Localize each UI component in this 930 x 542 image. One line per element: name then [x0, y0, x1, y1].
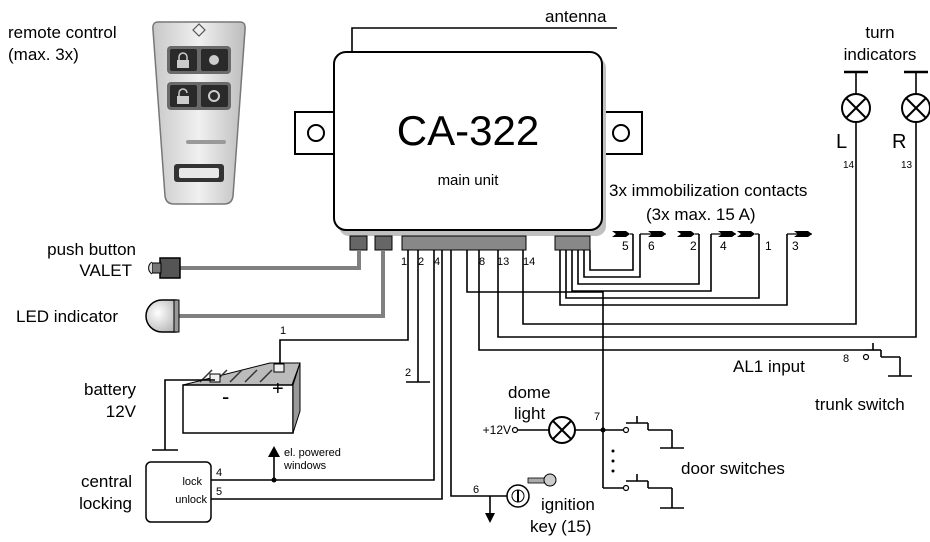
lock-wire	[211, 250, 435, 481]
relay-contact-arrow	[737, 231, 755, 237]
battery-minus: -	[222, 384, 229, 409]
battery-positive-wire	[279, 250, 409, 364]
relay-pin-label: 3	[792, 239, 799, 253]
turn-label-line1: turn	[865, 23, 894, 42]
al1-label: AL1 input	[733, 357, 805, 376]
ground-pin-2: 2	[405, 367, 411, 379]
dome-12v-terminal	[511, 426, 519, 434]
trunk-switch-label: trunk switch	[815, 395, 905, 414]
unlock-label: unlock	[175, 494, 207, 506]
pin-2-label: 2	[418, 256, 424, 268]
trunk-switch	[862, 343, 912, 377]
turn-left-pin: 14	[843, 160, 855, 171]
central-locking-label-line1: central	[81, 472, 132, 491]
turn-indicator-left	[841, 70, 871, 123]
central-locking-box	[145, 461, 212, 523]
unit-model: CA-322	[397, 107, 539, 154]
remote-label-line2: (max. 3x)	[8, 45, 79, 64]
remote-button-ring	[201, 85, 228, 107]
windows-label-line2: windows	[283, 460, 327, 472]
unit-subtitle: main unit	[438, 172, 500, 189]
turn-l-wire	[522, 122, 857, 325]
immob-label-line2: (3x max. 15 A)	[646, 205, 756, 224]
ignition-label-line2: key (15)	[530, 517, 591, 536]
led-indicator	[145, 299, 180, 333]
door-switch-2	[622, 474, 684, 509]
antenna-wire	[351, 27, 617, 52]
pin-4-label: 4	[434, 256, 440, 268]
ignition-key-icon	[506, 473, 557, 508]
relay-contact-arrow	[677, 231, 695, 237]
battery-label-line2: 12V	[106, 402, 137, 421]
main-unit-box	[333, 51, 603, 231]
ignition-pin-6: 6	[473, 484, 479, 496]
lock-pin-4: 4	[216, 467, 222, 479]
pin-8-label: 8	[479, 256, 485, 268]
connector-led	[374, 235, 393, 251]
door-wire	[466, 250, 604, 488]
connector-relays	[554, 235, 591, 251]
turn-label-line2: indicators	[844, 45, 917, 64]
unlock-wire	[211, 250, 443, 500]
pin-14-label: 14	[523, 256, 535, 268]
battery-ground-wire	[164, 379, 215, 450]
relay-pin-label: 6	[648, 239, 655, 253]
relay-pin-label: 1	[765, 239, 772, 253]
led-wire	[178, 250, 385, 318]
battery-pin-1: 1	[280, 325, 286, 337]
central-locking-label-line2: locking	[79, 494, 132, 513]
pin-13-label: 13	[497, 256, 509, 268]
turn-right-label: R	[892, 131, 906, 153]
relay-pin-label: 4	[720, 239, 727, 253]
valet-wire	[180, 250, 361, 270]
relay-pin-label: 5	[622, 239, 629, 253]
lock-label: lock	[182, 476, 202, 488]
ignition-wire	[450, 250, 508, 497]
antenna-label: antenna	[545, 7, 607, 26]
remote-label-line1: remote control	[8, 23, 117, 42]
dome-light-icon	[548, 416, 576, 444]
windows-arrow	[268, 446, 280, 457]
unlock-pin-5: 5	[216, 486, 222, 498]
main-unit	[294, 51, 643, 236]
al1-pin-8: 8	[843, 353, 849, 365]
windows-label-line1: el. powered	[284, 447, 341, 459]
turn-right-pin: 13	[901, 160, 913, 171]
immob-label-line1: 3x immobilization contacts	[609, 181, 807, 200]
dome-label-line2: light	[514, 404, 545, 423]
turn-left-label: L	[836, 131, 847, 153]
remote-control	[152, 21, 246, 205]
dome-12v-label: +12V	[483, 423, 511, 437]
dome-pin-7: 7	[594, 411, 600, 423]
relay-contact-arrow	[612, 231, 630, 237]
turn-r-wire	[497, 122, 917, 338]
led-label: LED indicator	[16, 307, 118, 326]
valet-push-button	[148, 257, 181, 279]
connector-valet	[349, 235, 368, 251]
relay-pin-label: 2	[690, 239, 697, 253]
immob-relay-group: 5 6 2 4 1 3	[612, 231, 812, 253]
dome-label-line1: dome	[508, 383, 551, 402]
push-button-label-line1: push button	[47, 240, 136, 259]
pin-1-label: 1	[401, 256, 407, 268]
door-switch-1	[622, 416, 684, 449]
door-switches-label: door switches	[681, 459, 785, 478]
battery-label-line1: battery	[84, 380, 136, 399]
turn-indicator-right	[901, 70, 930, 123]
push-button-label-line2: VALET	[79, 261, 132, 280]
ignition-label-line1: ignition	[541, 495, 595, 514]
immob-wires	[559, 234, 788, 306]
al1-wire	[478, 250, 865, 351]
ignition-arrow	[485, 513, 495, 523]
connector-main	[401, 235, 527, 251]
dome-junction	[600, 427, 606, 433]
battery-plus: +	[272, 378, 284, 400]
